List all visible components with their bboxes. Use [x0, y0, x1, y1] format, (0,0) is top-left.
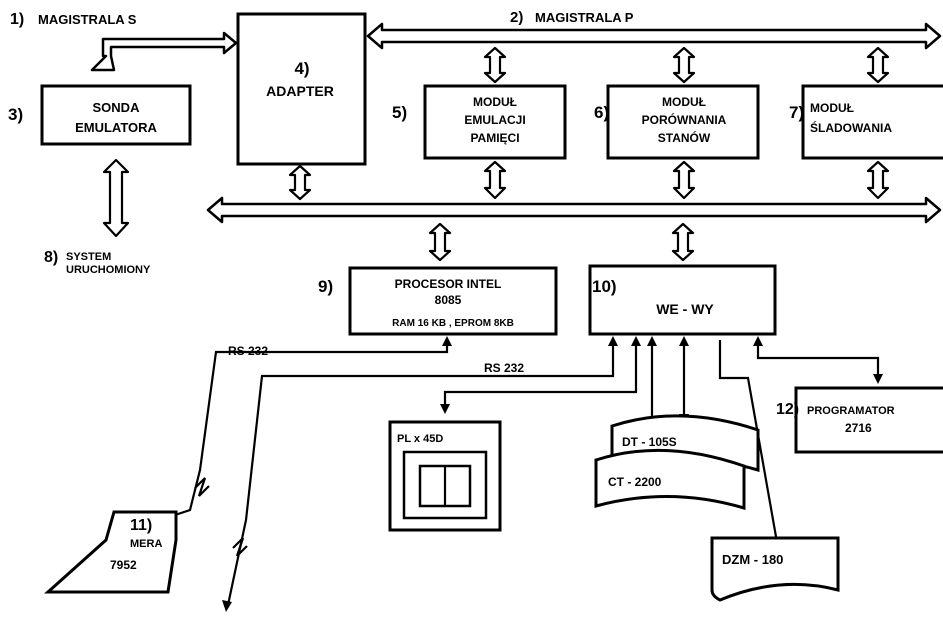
rs232-io-arrowhead	[608, 336, 618, 346]
bus-p-number: 2)	[510, 9, 523, 26]
probe-system-arrow	[104, 160, 128, 236]
probe-number: 3)	[8, 105, 23, 124]
terminal-line2: 7952	[110, 558, 137, 572]
rs232-terminal-arrowhead	[442, 336, 452, 346]
io-block	[590, 266, 775, 334]
adapter-label: ADAPTER	[266, 83, 334, 99]
probe-block	[42, 86, 190, 144]
state-comparison-number: 6)	[594, 103, 609, 122]
dzm-printer-label: DZM - 180	[722, 552, 783, 567]
processor-line3: RAM 16 KB , EPROM 8KB	[392, 318, 514, 329]
bus-io-arrow	[673, 224, 693, 260]
bus-processor-arrow	[430, 224, 450, 260]
state-comparison-line3: STANÓW	[658, 130, 711, 145]
state-comparison-line1: MODUŁ	[662, 95, 706, 109]
rs232-down-arrowhead	[222, 600, 232, 612]
bus-p	[368, 24, 940, 48]
terminal-device	[48, 512, 176, 592]
dt-printer-label: DT - 105S	[622, 435, 677, 449]
programmer-line2: 2716	[845, 421, 872, 435]
terminal-line1: MERA	[130, 538, 162, 550]
io-label: WE - WY	[656, 301, 714, 317]
io-programmer-line	[758, 340, 878, 380]
memory-emulation-line3: PAMIĘCI	[470, 131, 519, 145]
memory-emulation-line1: MODUŁ	[473, 95, 517, 109]
terminal-number: 11)	[130, 517, 152, 534]
system-line2: URUCHOMIONY	[66, 264, 151, 276]
bus-p-memory-arrow	[485, 48, 505, 82]
io-programmer-arrowhead-down	[873, 374, 883, 384]
rs232-right-label: RS 232	[484, 361, 524, 375]
trace-module-line2: ŚLADOWANIA	[810, 120, 892, 135]
processor-number: 9)	[318, 277, 333, 296]
io-programmer-arrowhead-up	[753, 336, 763, 346]
bus-s-label: MAGISTRALA S	[38, 12, 137, 27]
trace-bus-arrow	[868, 162, 888, 198]
memory-emulation-line2: EMULACJI	[464, 113, 525, 127]
io-pl-arrowhead-up	[631, 336, 641, 346]
state-comparison-line2: PORÓWNANIA	[642, 112, 727, 127]
display-label: PL x 45D	[397, 433, 443, 445]
trace-module-line1: MODUŁ	[810, 101, 854, 115]
system-number: 8)	[44, 249, 58, 266]
processor-line1: PROCESOR INTEL	[395, 277, 502, 291]
processor-line2: 8085	[435, 293, 462, 307]
system-line1: SYSTEM	[66, 251, 111, 263]
adapter-bus-arrow	[290, 166, 310, 199]
io-dt-arrowhead-up	[647, 336, 657, 346]
programmer-number: 12)	[776, 401, 799, 418]
dzm-printer-device	[712, 538, 838, 600]
bus-p-comparison-arrow	[674, 48, 694, 82]
probe-line2: EMULATORA	[75, 120, 157, 135]
memory-emulation-number: 5)	[392, 103, 407, 122]
io-dt-arrowhead-2-up	[679, 336, 689, 346]
internal-bus	[208, 198, 940, 222]
adapter-number: 4)	[294, 59, 309, 78]
memory-bus-arrow	[485, 162, 505, 198]
bus-s-number: 1)	[10, 11, 24, 28]
programmer-line1: PROGRAMATOR	[807, 405, 895, 417]
rs232-down-break-mark	[233, 538, 247, 556]
io-pl-arrowhead-down	[440, 404, 450, 414]
bus-p-trace-arrow	[868, 48, 888, 82]
programmer-block	[796, 388, 943, 452]
bus-p-label: MAGISTRALA P	[535, 10, 634, 25]
bus-s	[92, 33, 236, 70]
trace-module-number: 7)	[789, 103, 804, 122]
io-number: 10)	[592, 277, 617, 296]
ct-printer-label: CT - 2200	[608, 475, 662, 489]
probe-line1: SONDA	[93, 100, 141, 115]
comparison-bus-arrow	[674, 162, 694, 198]
